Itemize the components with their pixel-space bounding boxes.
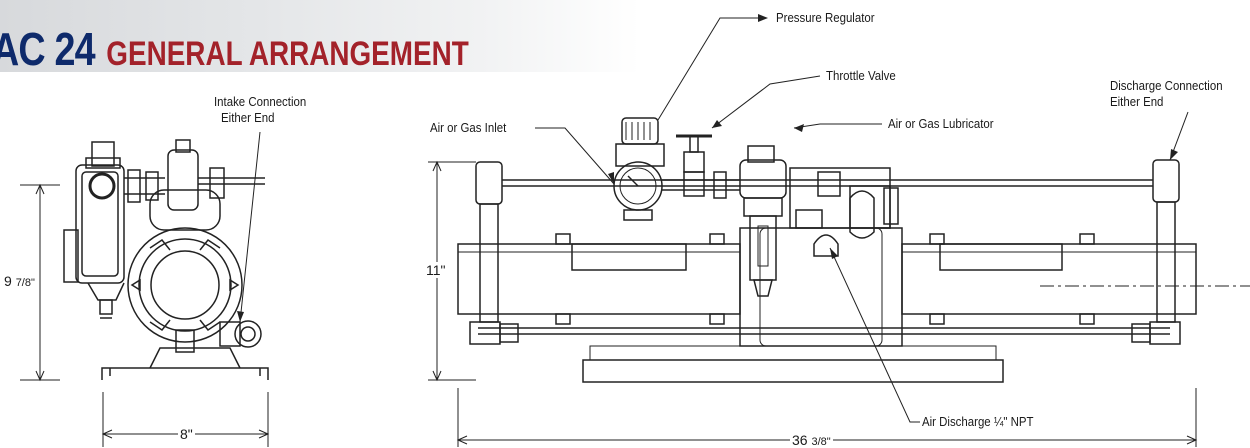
side-view-dimensions — [20, 183, 270, 447]
dimension-front-length-frac: 3/8" — [811, 436, 831, 448]
callout-air-gas-lubricator: Air or Gas Lubricator — [888, 116, 994, 131]
side-view-drawing — [63, 139, 269, 380]
dimension-front-length-whole: 36 — [792, 432, 808, 448]
page-title: AC 24 GENERAL ARRANGEMENT — [0, 22, 469, 76]
dimension-side-width: 8" — [178, 426, 195, 442]
callout-discharge-connection: Discharge Connection Either End — [1110, 78, 1223, 110]
callout-intake-connection-line1: Intake Connection — [214, 94, 307, 109]
callout-intake-connection: Intake Connection Either End — [214, 94, 306, 126]
leader-arrows — [237, 14, 1178, 322]
callout-discharge-connection-line2: Either End — [1110, 94, 1164, 109]
callout-pressure-regulator: Pressure Regulator — [776, 10, 875, 25]
callout-air-gas-inlet: Air or Gas Inlet — [430, 120, 507, 135]
leader-lines — [239, 17, 1189, 423]
dimension-side-height: 9 7/8" — [2, 273, 37, 289]
callout-intake-connection-line2: Either End — [221, 110, 275, 125]
header-band — [0, 0, 640, 72]
front-view-drawing — [457, 117, 1250, 383]
title-subtitle: GENERAL ARRANGEMENT — [106, 35, 469, 73]
dimension-side-height-frac: 7/8" — [15, 277, 35, 289]
callout-discharge-connection-line1: Discharge Connection — [1110, 78, 1223, 93]
dimension-side-height-whole: 9 — [4, 273, 12, 289]
dimension-front-height: 11" — [424, 262, 448, 278]
front-view-dimensions — [428, 160, 1198, 447]
dimension-front-length: 36 3/8" — [790, 432, 833, 448]
callout-air-discharge: Air Discharge ¼" NPT — [922, 414, 1034, 429]
model-number: AC 24 — [0, 23, 96, 75]
callout-throttle-valve: Throttle Valve — [826, 68, 896, 83]
